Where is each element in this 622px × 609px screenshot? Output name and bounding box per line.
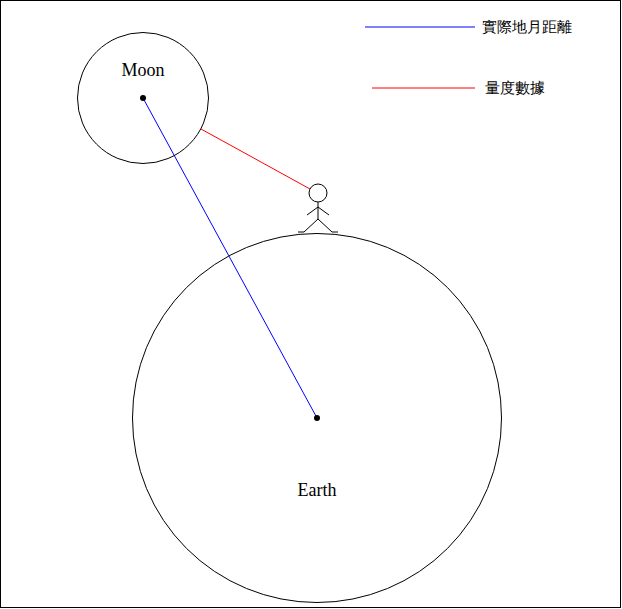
- legend-sample: [365, 27, 475, 28]
- measured-line: [201, 129, 310, 189]
- circle-outline: [77, 32, 209, 164]
- center-dot: [314, 415, 320, 421]
- legend-sample: [372, 88, 475, 89]
- circle-outline: [132, 233, 502, 603]
- distance-line: [175, 156, 229, 255]
- earth-circle: Earth: [132, 233, 502, 603]
- legend-label: 實際地月距離: [482, 18, 572, 37]
- circle-outline: [78, 33, 209, 164]
- legend-label: 量度數據: [485, 79, 545, 98]
- circle-outline: [133, 234, 502, 603]
- moon-circle: Moon: [77, 32, 209, 164]
- distance-line-segment: [229, 255, 317, 418]
- body-label: Earth: [132, 480, 502, 501]
- person-figure: [298, 184, 338, 232]
- distance-line-segment: [143, 98, 175, 156]
- center-dot: [140, 95, 146, 101]
- body-label: Moon: [77, 60, 209, 81]
